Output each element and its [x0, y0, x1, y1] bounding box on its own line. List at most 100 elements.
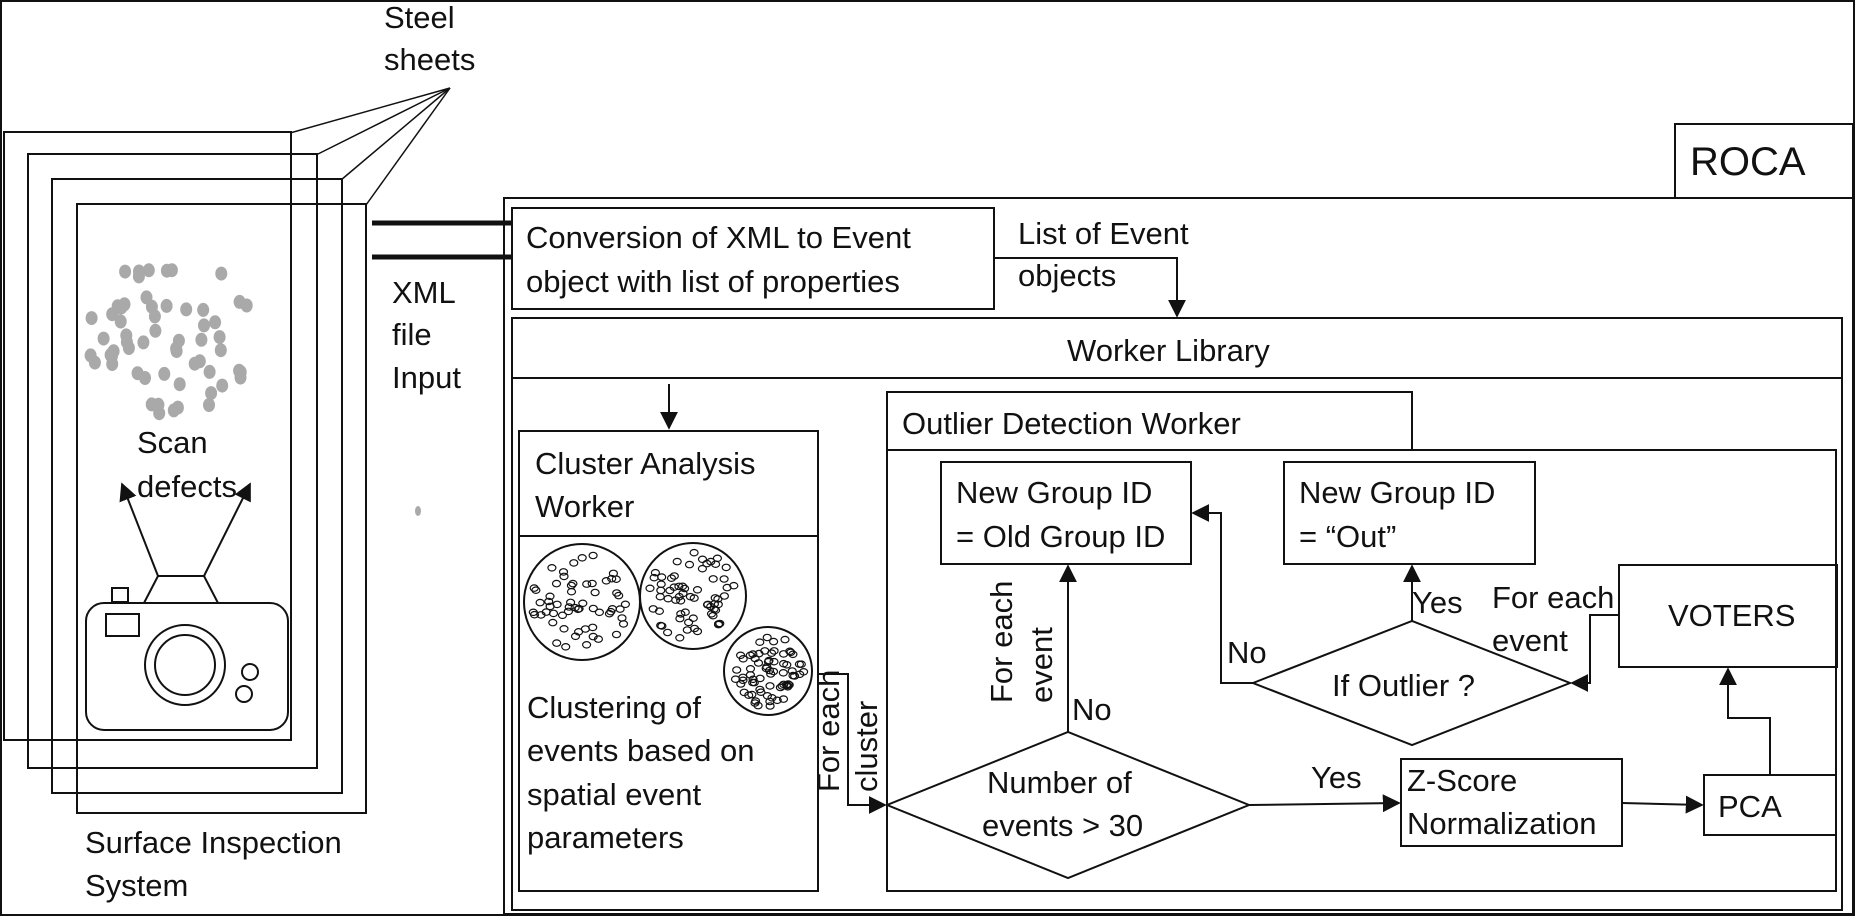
event-point [782, 660, 792, 669]
event-point [650, 568, 661, 577]
event-point [719, 575, 729, 583]
zscore-label: Z-Score Normalization [1407, 763, 1597, 841]
event-point [552, 600, 562, 609]
event-point [608, 569, 619, 578]
event-point [654, 607, 665, 616]
defect-dot [173, 377, 186, 392]
event-point [662, 628, 673, 637]
if-outlier-label: If Outlier ? [1332, 668, 1475, 703]
defect-dot [114, 314, 127, 329]
defect-dot [149, 323, 162, 338]
defect-dot [198, 318, 210, 333]
defect-dot [215, 266, 228, 281]
event-point [768, 637, 779, 646]
event-point [582, 580, 592, 588]
cluster-circles [523, 542, 813, 716]
no-label-outlier: No [1227, 635, 1267, 670]
steel-sheet-3 [51, 178, 343, 794]
voters-label: VOTERS [1668, 598, 1795, 633]
event-point [655, 592, 665, 601]
system-label: Surface Inspection System [85, 825, 350, 903]
event-point [620, 600, 631, 609]
outlier-worker-box [886, 449, 1837, 892]
event-point [785, 647, 795, 656]
defect-dot [140, 290, 153, 305]
event-point [566, 581, 577, 590]
new-group-old-box [940, 461, 1192, 565]
roca-label: ROCA [1690, 140, 1806, 184]
event-point [573, 605, 583, 614]
event-point [697, 555, 708, 564]
event-point [762, 633, 772, 642]
defect-dot [107, 344, 120, 359]
event-point [557, 611, 568, 620]
event-point [529, 584, 539, 592]
defect-dot [188, 356, 201, 371]
event-point [588, 551, 598, 560]
event-point [547, 563, 557, 572]
camera-icon [85, 575, 289, 731]
event-point [531, 586, 541, 595]
defect-dot [172, 333, 185, 348]
event-point [767, 693, 777, 702]
event-point [755, 674, 765, 683]
xml-input-label: XML file Input [392, 275, 463, 395]
event-point [615, 605, 625, 613]
defect-dot [203, 398, 215, 412]
event-point [765, 682, 775, 690]
event-point [748, 650, 758, 658]
defect-dot [97, 331, 110, 346]
event-point [649, 573, 659, 582]
event-point [765, 702, 775, 710]
event-point [755, 685, 765, 694]
new-group-out-box [1283, 461, 1536, 565]
defect-dot [214, 343, 227, 358]
zscore-box [1400, 758, 1623, 847]
event-point [587, 579, 597, 588]
event-point [689, 624, 700, 633]
event-point [588, 632, 598, 641]
event-point [709, 605, 719, 613]
event-point [780, 635, 790, 644]
event-point [565, 598, 576, 607]
for-each-cluster-arrow [818, 673, 887, 814]
event-point [570, 603, 580, 612]
defect-dot [205, 386, 218, 401]
worker-library-label: Worker Library [1067, 333, 1270, 368]
event-point [548, 618, 558, 627]
yes-label-numevents: Yes [1311, 760, 1362, 795]
event-point [677, 582, 688, 591]
event-point [784, 681, 794, 689]
event-point [778, 695, 789, 703]
event-point [617, 614, 627, 622]
voters-to-if-outlier-arrow [1570, 614, 1619, 692]
defect-dot [213, 330, 226, 345]
event-point [535, 598, 545, 607]
number-events-label: Number of events > 30 [982, 765, 1143, 843]
new-group-out-text: New Group ID = “Out” [1299, 475, 1504, 554]
event-point [710, 606, 721, 615]
defect-dot [234, 370, 247, 385]
event-point [657, 573, 667, 581]
event-point [735, 651, 746, 660]
event-point [680, 608, 690, 617]
event-point [674, 592, 684, 601]
defect-dot [84, 348, 97, 363]
event-point [548, 609, 559, 618]
camera-beam-right [203, 482, 251, 577]
event-point [755, 638, 765, 647]
event-point [544, 597, 554, 606]
event-point [766, 670, 776, 678]
event-point [566, 587, 577, 596]
cluster-worker-box [518, 430, 819, 892]
event-point [657, 622, 667, 630]
event-point [683, 618, 694, 627]
event-point [736, 680, 746, 688]
event-point [778, 668, 788, 677]
camera-beam-left [119, 482, 159, 577]
defect-dot [233, 294, 246, 309]
event-point [545, 592, 555, 601]
event-point [732, 666, 742, 674]
event-point [762, 662, 772, 671]
